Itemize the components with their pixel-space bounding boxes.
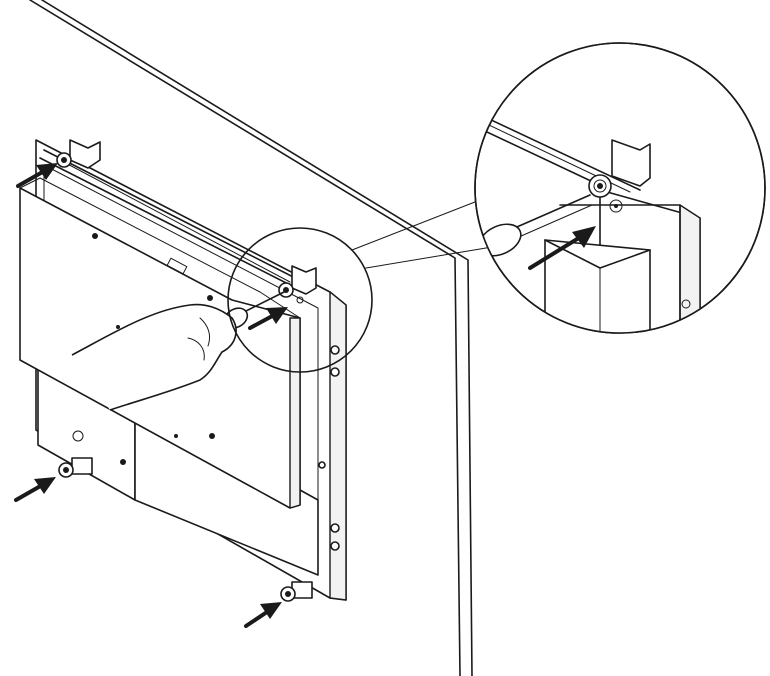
module-hole	[92, 233, 98, 239]
bottom-left-screw-assembly	[58, 457, 93, 478]
frame-screw	[318, 461, 326, 469]
wall-panel	[29, 0, 473, 676]
frame-screw	[330, 523, 340, 533]
frame-screw	[330, 345, 340, 355]
plate-hole	[72, 430, 84, 442]
module-hole	[209, 433, 215, 439]
leader-line-bottom	[365, 245, 499, 269]
arrow-bottom-right	[244, 602, 282, 628]
frame-screw	[330, 367, 340, 377]
module-hole	[207, 295, 213, 301]
plate-hole	[120, 459, 126, 465]
arrow-top-left	[16, 163, 58, 188]
hand-with-screwdriver	[71, 291, 285, 411]
magnifier-circle	[227, 227, 373, 373]
detail-view	[474, 42, 766, 334]
arrow-top-right	[248, 307, 288, 330]
module-slot	[166, 257, 188, 275]
frame-screw	[330, 541, 340, 551]
leader-line-top	[351, 199, 481, 251]
top-left-bracket	[56, 139, 101, 169]
arrow-bottom-left	[14, 477, 56, 502]
module-hole	[174, 434, 178, 438]
module-hole	[116, 325, 120, 329]
bottom-right-screw-assembly	[280, 581, 313, 602]
